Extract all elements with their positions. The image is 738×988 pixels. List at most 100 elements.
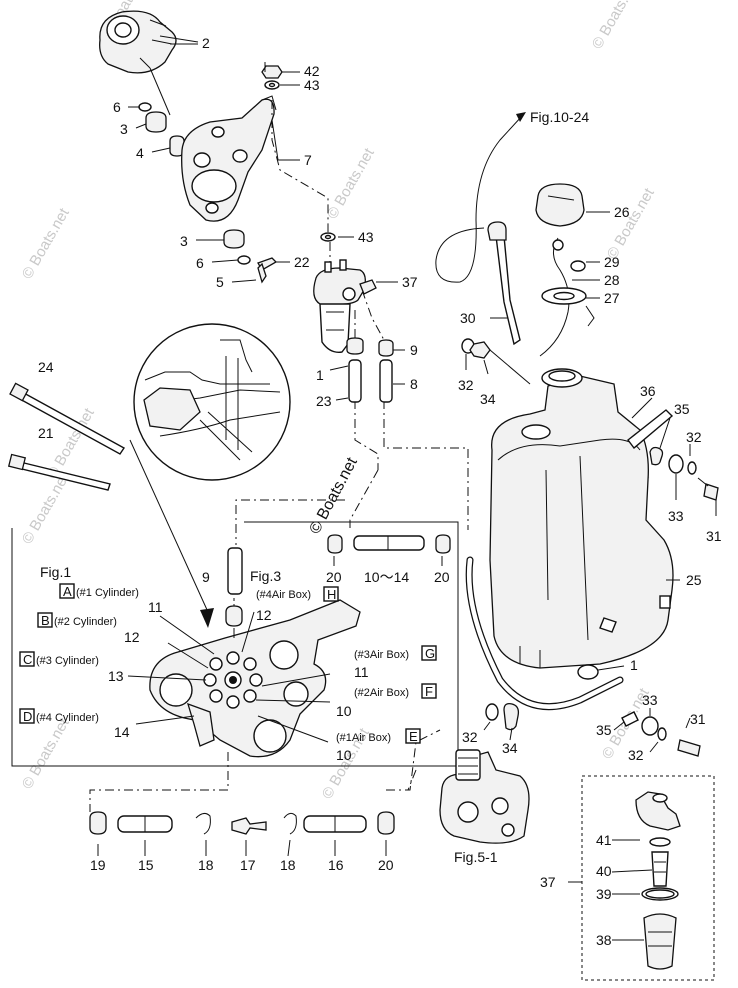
box-A: A (#1 Cylinder): [59, 583, 139, 599]
callout: 20: [326, 569, 342, 585]
callout: 35: [596, 722, 612, 738]
callout: 24: [38, 359, 54, 375]
callout: 6: [113, 99, 121, 115]
figure-references: Fig.10-24 Fig.1 Fig.3 Fig.5-1: [40, 109, 589, 865]
box-B-letter: B: [41, 613, 50, 628]
callout: 34: [502, 740, 518, 756]
box-C-desc: (#3 Cylinder): [36, 655, 99, 667]
fuel-filter-assembly: [313, 259, 394, 403]
box-C-letter: C: [23, 652, 32, 667]
callout: 43: [358, 229, 374, 245]
callout: 10: [336, 747, 352, 763]
callout: 31: [690, 711, 706, 727]
watermark: © Boats.net: [19, 715, 73, 792]
watermark: © Boats.net: [589, 0, 643, 52]
callouts: 2 42 43 6 3 4 7 43 3 6 22 5 37 9 1 8 23 …: [38, 35, 722, 948]
callout: 5: [216, 274, 224, 290]
box-F-letter: F: [425, 684, 433, 699]
callout: 25: [686, 572, 702, 588]
box-G-desc: (#3Air Box): [354, 649, 409, 661]
box-E: (#1Air Box)E: [336, 728, 421, 744]
box-F-desc: (#2Air Box): [354, 687, 409, 699]
callout: 20: [434, 569, 450, 585]
fig-1-ref: Fig.1: [40, 564, 71, 580]
watermark: © Boats.net: [19, 470, 73, 547]
box-D-letter: D: [23, 709, 32, 724]
callout: 1: [630, 657, 638, 673]
box-G: (#3Air Box) G: [354, 645, 437, 661]
callout: 32: [686, 429, 702, 445]
callout: 27: [604, 290, 620, 306]
callout: 11: [148, 599, 163, 615]
callout: 2: [202, 35, 210, 51]
callout: 12: [256, 607, 272, 623]
callout: 10～14: [364, 569, 409, 585]
callout: 29: [604, 254, 620, 270]
oil-pump-assembly: [439, 749, 530, 844]
callout: 17: [240, 857, 256, 873]
callout: 40: [596, 863, 612, 879]
callout: 39: [596, 886, 612, 902]
watermark: © Boats.net: [19, 205, 73, 282]
callout: 43: [304, 77, 320, 93]
callout: 1: [316, 367, 324, 383]
filter-detail-box: [581, 775, 715, 981]
fig1-area: A (#1 Cylinder) B (#2 Cylinder) C (#3 Cylin…: [11, 521, 459, 767]
box-E-letter: E: [409, 729, 418, 744]
callout: 34: [480, 391, 496, 407]
callout: 6: [196, 255, 204, 271]
callout: 36: [640, 383, 656, 399]
box-H-letter: H: [327, 587, 336, 602]
box-H: (#4Air Box) H: [256, 586, 339, 602]
callout: 22: [294, 254, 310, 270]
callout: 30: [460, 310, 476, 326]
callout: 16: [328, 857, 344, 873]
callout: 37: [540, 874, 556, 890]
callout: 18: [280, 857, 296, 873]
callout: 33: [642, 692, 658, 708]
callout: 37: [402, 274, 418, 290]
box-D-desc: (#4 Cylinder): [36, 712, 99, 724]
detail-view: [129, 323, 291, 628]
callout: 18: [198, 857, 214, 873]
callout: 11: [354, 664, 369, 680]
callout: 14: [114, 724, 130, 740]
callout: 9: [410, 342, 418, 358]
callout: 33: [668, 508, 684, 524]
oil-tank-assembly: [465, 368, 674, 711]
callout: 26: [614, 204, 630, 220]
watermark: © Boats.net: [604, 185, 658, 262]
watermark: © Boats.net: [324, 145, 378, 222]
callout: 32: [628, 747, 644, 763]
callout: 35: [674, 401, 690, 417]
callout: 21: [38, 425, 54, 441]
tank-cap-assembly: [435, 112, 719, 501]
box-B: B (#2 Cylinder): [37, 612, 117, 628]
watermark-center: © Boats.net: [307, 454, 362, 536]
callout: 32: [458, 377, 474, 393]
box-H-desc: (#4Air Box): [256, 589, 311, 601]
cable-ties: [7, 382, 126, 491]
callout: 12: [124, 629, 140, 645]
fig-3-ref: Fig.3: [250, 568, 281, 584]
callout: 31: [706, 528, 722, 544]
box-B-desc: (#2 Cylinder): [54, 616, 117, 628]
leader-lines: [97, 43, 717, 941]
callout: 4: [136, 145, 144, 161]
box-A-letter: A: [63, 584, 72, 599]
callout: 38: [596, 932, 612, 948]
callout: 3: [120, 121, 128, 137]
callout: 20: [378, 857, 394, 873]
box-G-letter: G: [425, 646, 435, 661]
box-A-desc: (#1 Cylinder): [76, 587, 139, 599]
box-F: (#2Air Box) F: [354, 683, 437, 699]
box-C: C (#3 Cylinder): [19, 651, 99, 667]
box-D: D (#4 Cylinder): [19, 708, 99, 724]
callout: 28: [604, 272, 620, 288]
hose-row: [89, 811, 395, 835]
fig-10-24-ref: Fig.10-24: [530, 109, 589, 125]
callout: 19: [90, 857, 106, 873]
callout: 10: [336, 703, 352, 719]
callout: 8: [410, 376, 418, 392]
